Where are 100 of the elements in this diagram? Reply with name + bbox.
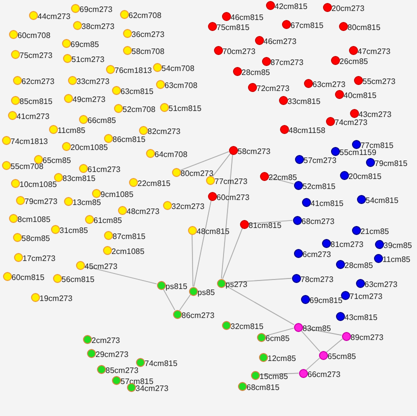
node-label: 61cm273 (88, 164, 120, 174)
node-label: 60cm708 (18, 30, 50, 40)
node-label: 55cm273 (362, 76, 396, 86)
node-label: 58cm273 (238, 146, 270, 156)
node-label: 22cm815 (138, 178, 170, 188)
node-label: 75cm815 (216, 22, 250, 32)
node-label: 48cm815 (196, 226, 230, 236)
node-label: 76cm1813 (114, 66, 152, 74)
node-label: 49cm273 (72, 94, 106, 104)
node-label: 67cm815 (290, 20, 324, 30)
node-label: 20cm273 (332, 4, 364, 12)
node-label: 10cm1085 (20, 180, 57, 188)
node-label: 58cm85 (22, 234, 50, 242)
network-link (212, 153, 231, 177)
network-link (264, 328, 294, 336)
node-label: 69cm815 (310, 296, 342, 304)
node-label: 44cm273 (38, 12, 70, 20)
node-label: 72cm273 (256, 84, 290, 92)
node-label: 66cm273 (308, 370, 340, 378)
node-label: 63cm708 (164, 80, 198, 90)
network-link (306, 358, 320, 370)
node-label: 86cm273 (182, 310, 214, 320)
network-link (326, 338, 343, 353)
node-label: 33cm815 (288, 96, 320, 106)
network-link (193, 200, 212, 287)
node-label: 42cm815 (274, 2, 308, 10)
node-label: 52cm708 (122, 104, 156, 114)
network-link (224, 284, 294, 326)
node-label: 39cm85 (384, 240, 412, 250)
node-label: 81cm273 (330, 240, 364, 248)
node-label: 52cm815 (302, 182, 336, 190)
network-link (179, 294, 191, 311)
node-label: 63cm273 (364, 280, 398, 288)
node-label: 54cm815 (366, 196, 398, 204)
node-label: 28cm85 (242, 68, 270, 76)
node-label: 89cm273 (350, 332, 384, 342)
node-label: 21cm85 (360, 226, 389, 236)
node-label: 55cm708 (10, 162, 44, 170)
node-label: 6cm85 (266, 334, 290, 342)
node-label: 54cm708 (162, 64, 194, 72)
network-link (180, 151, 230, 171)
node-label: 74cm273 (334, 118, 368, 126)
node-label: 65cm85 (42, 156, 71, 164)
node-label: 60cm815 (12, 272, 44, 282)
node-label: 29cm273 (96, 350, 128, 358)
node-label: 79cm815 (374, 158, 408, 168)
node-label: 38cm273 (82, 22, 114, 30)
node-label: 82cm273 (148, 126, 180, 136)
network-link (221, 154, 233, 279)
node-label: 36cm273 (132, 30, 164, 38)
node-label: 15cm85 (260, 372, 288, 380)
node-label: 60cm273 (216, 192, 250, 202)
node-label: 43cm273 (358, 110, 392, 118)
node-label: 31cm85 (60, 226, 88, 234)
node-label: 69cm273 (80, 4, 112, 14)
node-label: 65cm85 (328, 352, 356, 360)
node-label: 41cm815 (310, 198, 344, 208)
node-label: 32cm273 (172, 202, 204, 210)
node-label: 68cm273 (302, 216, 334, 226)
node-label: 51cm815 (168, 104, 202, 112)
node-label: 83cm815 (62, 174, 96, 182)
node-label: 51cm273 (72, 54, 104, 64)
node-label: 2cm273 (92, 336, 120, 344)
network-link (300, 330, 320, 352)
node-label: 32cm815 (230, 322, 264, 330)
node-label: 19cm273 (40, 294, 72, 302)
node-label: 20cm1085 (70, 142, 108, 152)
node-label: 86cm815 (112, 134, 146, 144)
network-link (162, 288, 176, 310)
node-label: 33cm273 (76, 76, 110, 86)
node-label: 47cm273 (358, 46, 390, 56)
node-label: 75cm273 (20, 50, 52, 60)
node-label: 74cm1813 (10, 136, 48, 146)
node-label: ps815 (166, 282, 188, 290)
network-link (192, 234, 194, 287)
node-label: 12cm85 (268, 354, 296, 362)
node-label: 71cm273 (350, 292, 382, 300)
node-label: 13cm85 (72, 198, 101, 206)
network-link (222, 228, 243, 280)
node-label: 48cm273 (126, 206, 160, 216)
node-label: 63cm273 (312, 80, 346, 88)
node-label: 6cm273 (302, 250, 331, 258)
network-link (225, 278, 292, 284)
network-link (259, 372, 299, 376)
node-label: 77cm273 (214, 176, 248, 186)
node-label: 80cm815 (348, 22, 380, 32)
node-label: 64cm708 (154, 150, 188, 158)
node-label: ps85 (198, 288, 215, 296)
node-label: 55cm1159 (340, 148, 376, 156)
node-label: 69cm85 (70, 40, 99, 48)
node-label: 77cm815 (360, 140, 394, 150)
node-label: 61cm85 (94, 216, 122, 224)
node-label: 43cm815 (344, 312, 378, 322)
node-label: 45cm273 (84, 262, 118, 270)
node-label: 70cm273 (222, 46, 256, 56)
node-label: 74cm815 (144, 358, 178, 368)
network-link (268, 176, 294, 184)
node-label: 8cm1085 (18, 214, 50, 224)
node-label: 87cm815 (112, 232, 146, 240)
node-label: 17cm273 (22, 254, 56, 262)
